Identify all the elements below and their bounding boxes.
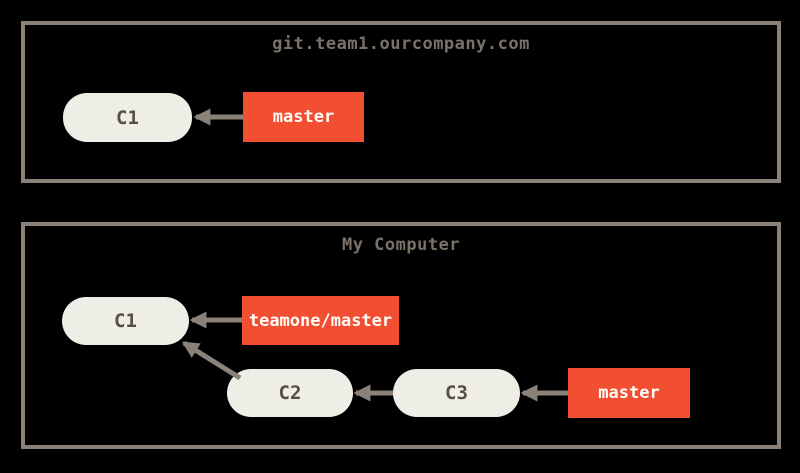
commit-label: C2 [278, 382, 302, 404]
commit-node-c1-local: C1 [62, 297, 189, 345]
commit-label: C3 [445, 382, 468, 404]
branch-label-text: teamone/master [248, 310, 393, 331]
commit-node-c1-remote: C1 [63, 93, 192, 142]
commit-node-c3-local: C3 [393, 369, 520, 417]
commit-node-c2-local: C2 [227, 369, 353, 417]
branch-label-text: master [598, 383, 660, 403]
remote-repo-box: git.team1.ourcompany.com C1 master [21, 21, 781, 183]
branch-label-text: master [272, 107, 335, 127]
branch-label-master-local: master [568, 368, 690, 418]
remote-repo-title: git.team1.ourcompany.com [272, 34, 530, 54]
local-repo-box: My Computer C1 teamone/master C2 C3 mast… [21, 222, 781, 449]
commit-label: C1 [114, 310, 137, 332]
commit-label: C1 [116, 106, 139, 129]
branch-label-master-remote: master [243, 92, 364, 142]
local-repo-title: My Computer [341, 235, 461, 255]
branch-label-teamone-master: teamone/master [242, 296, 399, 345]
